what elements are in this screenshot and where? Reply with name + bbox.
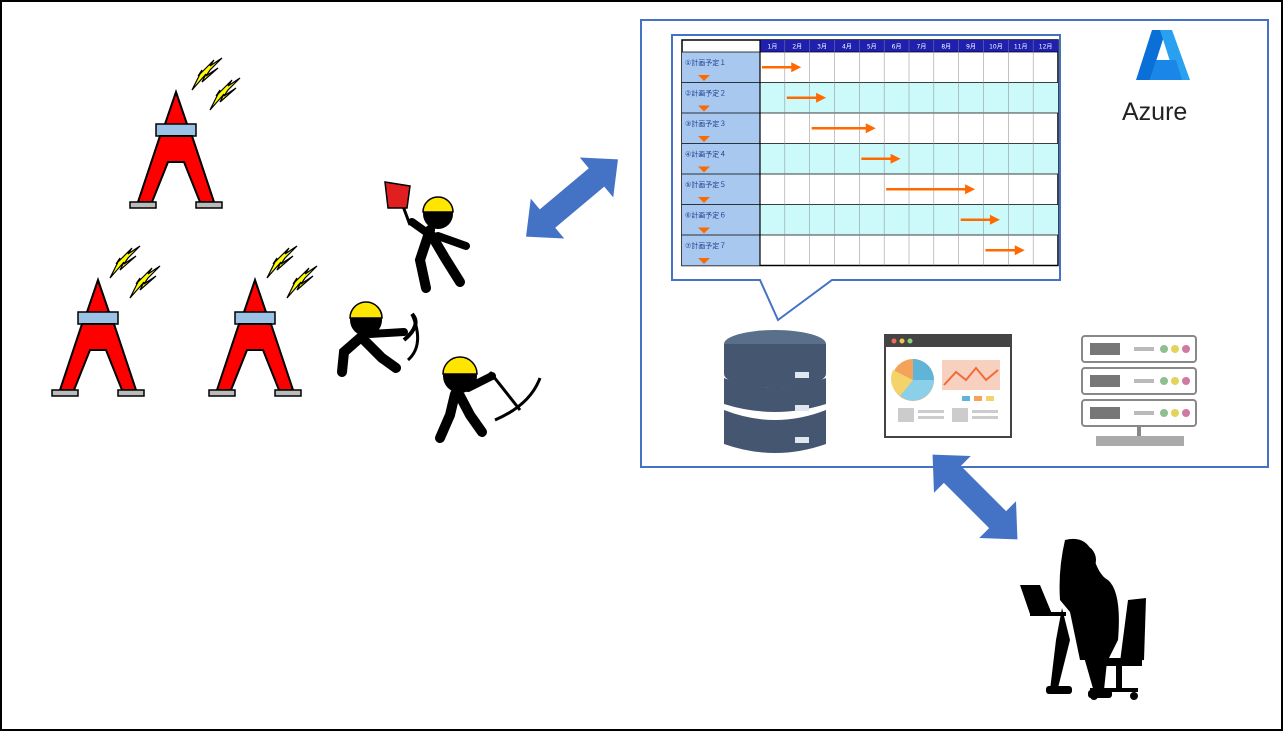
radio-tower-icon [129, 57, 241, 209]
azure-cloud-frame [640, 19, 1269, 468]
radio-tower-icon [208, 245, 318, 397]
gantt-task-label: ②計画予定２ [685, 89, 726, 98]
gantt-month-label: 3月 [817, 44, 827, 51]
radio-tower-icon [51, 245, 161, 397]
gantt-month-label: 7月 [917, 44, 927, 51]
gantt-task-label: ③計画予定３ [685, 119, 726, 128]
gantt-month-label: 10月 [989, 44, 1003, 51]
gantt-task-arrowhead [791, 62, 802, 73]
gantt-flow-arrow [698, 105, 710, 112]
dashboard-icon [884, 334, 1012, 438]
user-at-laptop-icon [1020, 538, 1146, 700]
gantt-flow-arrow [698, 136, 710, 142]
gantt-month-label: 8月 [941, 44, 951, 51]
gantt-flow-arrow [698, 227, 710, 234]
gantt-month-label: 5月 [867, 44, 877, 51]
gantt-task-label: ⑦計画予定７ [685, 241, 726, 250]
server-rack-icon [1081, 335, 1197, 446]
gantt-month-label: 2月 [792, 44, 802, 51]
user-access-arrow [914, 436, 1036, 558]
worker-with-pickaxe-icon [337, 301, 420, 377]
worker-with-flag-icon [384, 181, 470, 293]
gantt-chart: 1月 2月 3月 4月 5月 6月 7月 8月 9月 10月 11月 12月 ①計画予定１ ②計画予定２ ③… [681, 39, 1059, 267]
gantt-task-arrowhead [890, 153, 901, 164]
gantt-task-arrowhead [1014, 245, 1025, 256]
azure-label: Azure [1122, 98, 1188, 126]
gantt-month-label: 1月 [768, 44, 778, 51]
gantt-task-label: ①計画予定１ [685, 58, 726, 67]
gantt-task-arrowhead [816, 92, 827, 103]
data-exchange-arrow [509, 139, 635, 257]
gantt-month-label: 12月 [1039, 44, 1053, 51]
gantt-month-label: 9月 [966, 44, 976, 51]
azure-logo-icon [1136, 30, 1190, 80]
gantt-month-label: 11月 [1014, 44, 1028, 51]
gantt-task-label: ⑥計画予定６ [685, 211, 726, 220]
database-icon [724, 330, 826, 453]
gantt-flow-arrow [698, 166, 710, 173]
gantt-flow-arrow [698, 197, 710, 203]
gantt-month-label: 6月 [892, 44, 902, 51]
gantt-flow-arrow [698, 75, 710, 81]
gantt-flow-arrow [698, 258, 710, 264]
gantt-task-arrowhead [965, 184, 976, 195]
gantt-task-label: ⑤計画予定５ [685, 180, 726, 189]
gantt-task-arrowhead [989, 214, 1000, 225]
gantt-label-column [682, 52, 760, 266]
gantt-month-label: 4月 [842, 44, 852, 51]
gantt-task-arrowhead [865, 123, 876, 134]
gantt-task-label: ④計画予定４ [685, 150, 726, 159]
worker-with-pickaxe-icon [435, 356, 542, 443]
